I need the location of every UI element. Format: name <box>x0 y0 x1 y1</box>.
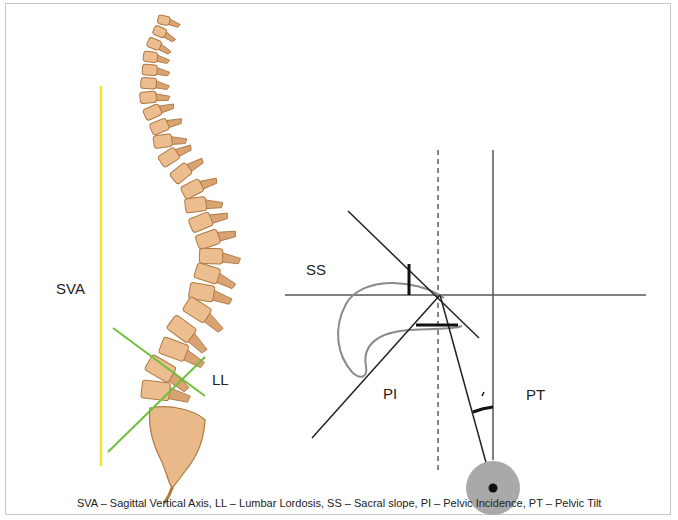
sva-line <box>100 86 103 466</box>
ss-angle <box>408 264 411 295</box>
sacrum <box>149 407 205 488</box>
vertebra <box>149 112 183 136</box>
vertebra <box>142 64 170 76</box>
vertebra <box>140 77 169 90</box>
pi-line <box>312 295 440 438</box>
vertebra <box>188 205 229 233</box>
pelvis-outline <box>338 283 462 377</box>
vertebra <box>153 131 188 148</box>
spine-illustration <box>139 15 240 404</box>
hip-center <box>489 484 498 493</box>
vertebra <box>184 194 223 213</box>
lordosis-line <box>113 328 205 396</box>
pt-tick <box>482 392 484 396</box>
vertebra <box>143 51 170 64</box>
vertebra <box>169 152 205 185</box>
vertebra <box>141 380 192 403</box>
angle-label: LL <box>212 372 229 389</box>
vertebra <box>139 89 170 103</box>
vertebra <box>142 98 175 121</box>
pi-angle <box>416 324 458 327</box>
vertebra <box>195 223 238 251</box>
angle-label: SS <box>306 262 326 279</box>
angle-label: PT <box>526 387 545 404</box>
sacral-endplate <box>348 211 479 338</box>
figure-frame <box>5 3 671 515</box>
vertical-reference <box>437 150 438 472</box>
caption: SVA – Sagittal Vertical Axis, LL – Lumba… <box>77 497 601 510</box>
vertebra <box>199 248 240 264</box>
pt-angle <box>473 407 493 412</box>
vertebra <box>180 171 219 200</box>
vertebra <box>157 15 181 29</box>
hip-vertical <box>492 150 494 460</box>
horizontal-reference <box>285 294 646 296</box>
angle-label: PI <box>383 386 397 403</box>
lordosis-line <box>108 357 205 452</box>
angle-label: SVA <box>56 281 85 298</box>
vertebra <box>157 139 193 168</box>
